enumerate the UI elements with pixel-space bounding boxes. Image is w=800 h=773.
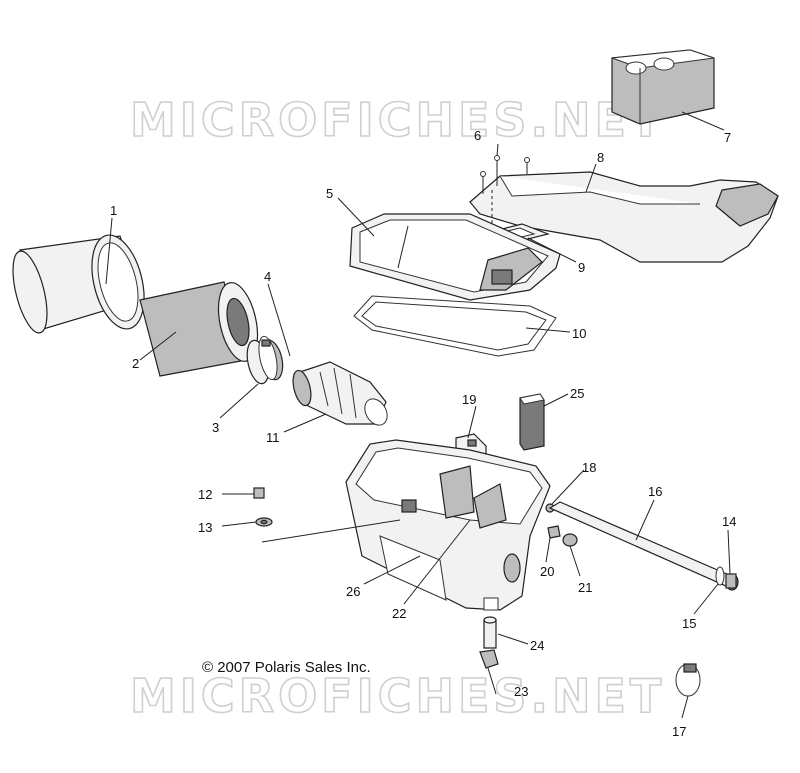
part-1-filter-sleeve <box>12 234 145 334</box>
callouts: 1 2 3 4 5 6 7 8 9 10 11 12 13 14 15 16 1… <box>110 128 736 739</box>
part-23-drain-plug <box>479 649 499 669</box>
callout-7: 7 <box>724 130 731 145</box>
callout-4: 4 <box>264 269 271 284</box>
watermark-top: MICROFICHES.NET <box>130 93 665 147</box>
watermark-bottom: MICROFICHES.NET <box>130 669 665 723</box>
callout-19: 19 <box>462 392 476 407</box>
part-4-clamp <box>258 335 278 381</box>
callout-23: 23 <box>514 684 528 699</box>
callout-22: 22 <box>392 606 406 621</box>
part-21-nut <box>562 533 578 547</box>
callout-21: 21 <box>578 580 592 595</box>
callout-20: 20 <box>540 564 554 579</box>
callout-16: 16 <box>648 484 662 499</box>
part-17-hose-clamp <box>675 663 701 697</box>
part-11-intake-boot <box>292 361 388 426</box>
callout-18: 18 <box>582 460 596 475</box>
part-7-foam-block <box>611 49 715 125</box>
callout-14: 14 <box>722 514 736 529</box>
copyright-text: © 2007 Polaris Sales Inc. <box>202 659 371 676</box>
part-24-drain-hose <box>483 616 497 649</box>
callout-8: 8 <box>597 150 604 165</box>
part-2-filter-element <box>139 281 259 377</box>
callout-25: 25 <box>570 386 584 401</box>
callout-26: 26 <box>346 584 360 599</box>
callout-10: 10 <box>572 326 586 341</box>
leader-lines <box>105 111 731 719</box>
callout-9: 9 <box>578 260 585 275</box>
callout-12: 12 <box>198 487 212 502</box>
part-25-foam-pad <box>519 393 545 451</box>
callout-11: 11 <box>266 430 280 445</box>
callout-1: 1 <box>110 203 117 218</box>
callout-13: 13 <box>198 520 212 535</box>
callout-24: 24 <box>530 638 544 653</box>
part-12-screw <box>253 487 265 499</box>
part-26-airbox-housing <box>345 439 551 611</box>
callout-17: 17 <box>672 724 686 739</box>
part-10-seal-ring <box>353 295 557 357</box>
part-20-grommet <box>547 525 561 539</box>
callout-5: 5 <box>326 186 333 201</box>
callout-3: 3 <box>212 420 219 435</box>
part-16-drain-tube <box>548 501 739 591</box>
callout-2: 2 <box>132 356 139 371</box>
callout-6: 6 <box>474 128 481 143</box>
part-15-clamp <box>715 566 725 586</box>
part-13-washer <box>255 517 273 527</box>
part-5-airbox-cover <box>349 213 561 301</box>
part-14-plug <box>725 573 737 589</box>
part-8-intake-duct <box>469 171 779 263</box>
part-6-screws <box>480 155 530 194</box>
callout-15: 15 <box>682 616 696 631</box>
